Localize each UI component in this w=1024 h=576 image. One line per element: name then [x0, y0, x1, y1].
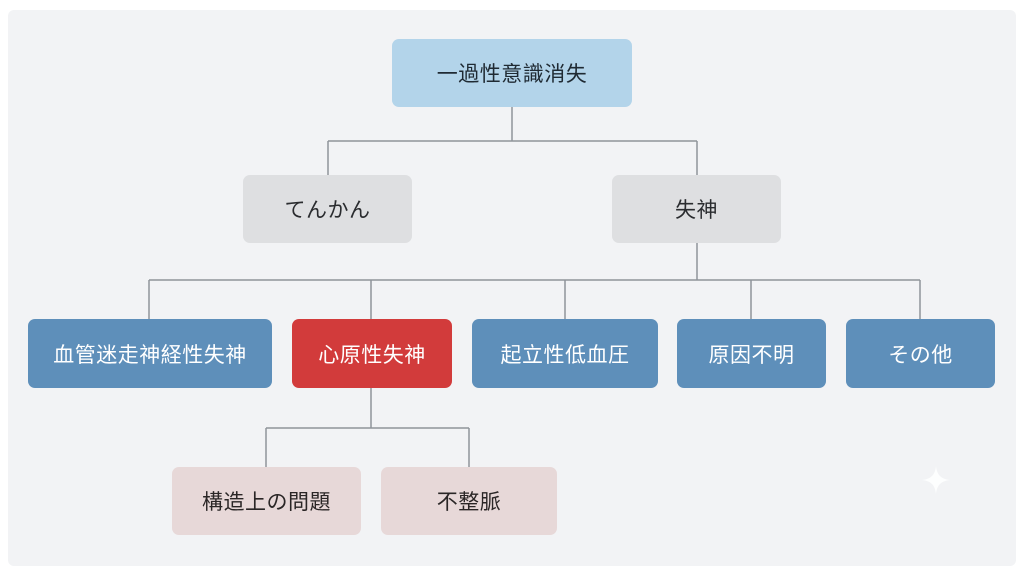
node-cardiogenic-syncope: 心原性失神: [292, 319, 452, 388]
node-orthostatic-hypotension: 起立性低血圧: [472, 319, 658, 388]
node-unknown-cause: 原因不明: [677, 319, 826, 388]
sparkle-icon: [922, 466, 950, 494]
node-epilepsy: てんかん: [243, 175, 412, 243]
node-syncope: 失神: [612, 175, 781, 243]
node-root: 一過性意識消失: [392, 39, 632, 107]
node-structural-problem: 構造上の問題: [172, 467, 361, 535]
node-vasovagal-syncope: 血管迷走神経性失神: [28, 319, 272, 388]
node-arrhythmia: 不整脈: [381, 467, 557, 535]
node-other: その他: [846, 319, 995, 388]
